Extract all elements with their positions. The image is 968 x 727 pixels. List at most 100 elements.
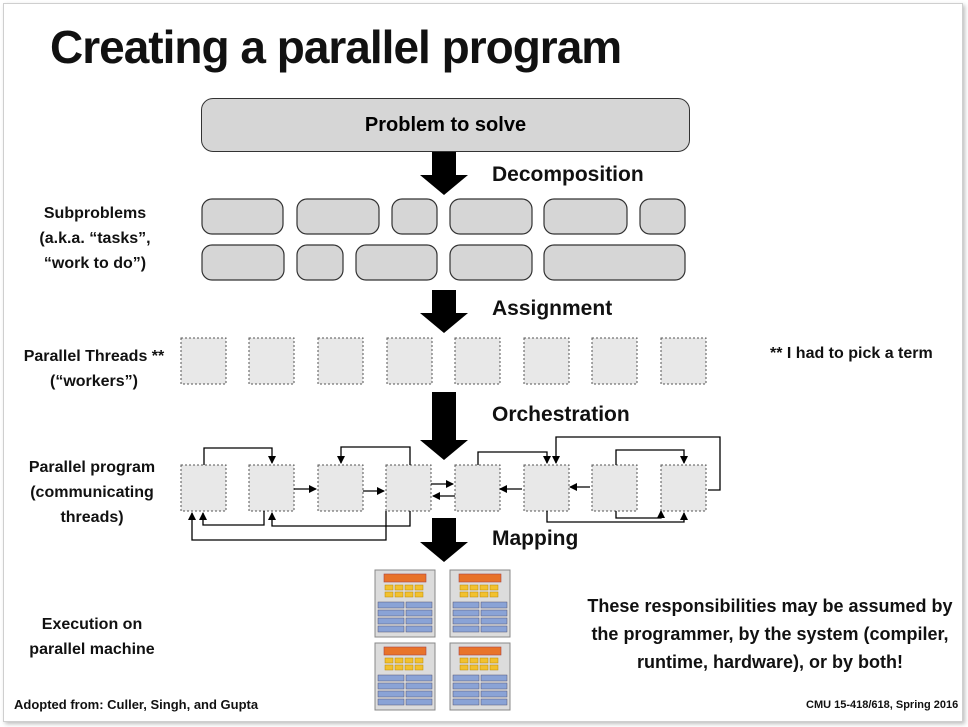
- chip-core: [414, 584, 424, 591]
- thread-box: [317, 464, 364, 512]
- task-box: [449, 244, 533, 281]
- chip-core: [479, 657, 489, 664]
- worker-box: [317, 337, 364, 385]
- chip-unit: [480, 601, 508, 609]
- label-line: “work to do”): [43, 255, 147, 272]
- chip-cache: [458, 573, 502, 583]
- label-subproblems: Subproblems (a.k.a. “tasks”, “work to do…: [30, 201, 160, 276]
- label-line: Parallel program: [28, 459, 156, 476]
- task-box: [449, 198, 533, 235]
- label-line: (“workers”): [49, 373, 139, 390]
- chip-core: [394, 584, 404, 591]
- processor-chip-icon: [374, 569, 436, 638]
- chip-unit: [452, 625, 480, 633]
- chip-core: [384, 664, 394, 671]
- label-line: Subproblems: [43, 205, 147, 222]
- chip-unit: [480, 609, 508, 617]
- chip-core: [489, 657, 499, 664]
- chip-unit: [480, 690, 508, 698]
- chip-core: [414, 591, 424, 598]
- chip-core: [394, 664, 404, 671]
- slide-frame: [3, 3, 963, 722]
- chip-unit: [377, 609, 405, 617]
- chip-unit: [452, 698, 480, 706]
- worker-box: [454, 337, 501, 385]
- chip-core: [469, 664, 479, 671]
- task-box: [391, 198, 438, 235]
- stage-orchestration: Orchestration: [492, 403, 630, 426]
- chip-core: [459, 591, 469, 598]
- down-arrow-icon: [420, 152, 468, 195]
- chip-unit: [480, 698, 508, 706]
- chip-unit: [405, 617, 433, 625]
- task-box: [201, 198, 284, 235]
- message-arrow: [477, 451, 551, 465]
- chip-core: [384, 584, 394, 591]
- chip-core: [469, 584, 479, 591]
- label-line: (communicating: [30, 484, 154, 501]
- chip-core: [414, 657, 424, 664]
- processor-chip-icon: [374, 642, 436, 711]
- responsibilities-text: These responsibilities may be assumed by…: [580, 592, 960, 676]
- message-arrow: [615, 510, 665, 519]
- task-box: [296, 244, 344, 281]
- thread-box: [248, 464, 295, 512]
- chip-core: [479, 584, 489, 591]
- chip-unit: [377, 698, 405, 706]
- chip-unit: [452, 674, 480, 682]
- down-arrow-icon: [420, 392, 468, 460]
- chip-unit: [405, 674, 433, 682]
- chip-cache: [383, 646, 427, 656]
- chip-unit: [452, 601, 480, 609]
- chip-core: [394, 657, 404, 664]
- chip-core: [404, 591, 414, 598]
- down-arrow-icon: [420, 518, 468, 562]
- task-box: [296, 198, 380, 235]
- message-arrow: [546, 511, 688, 523]
- thread-box: [660, 464, 707, 512]
- chip-unit: [480, 674, 508, 682]
- chip-unit: [405, 601, 433, 609]
- chip-unit: [480, 625, 508, 633]
- problem-box: Problem to solve: [201, 98, 690, 152]
- label-execution: Execution on parallel machine: [22, 612, 162, 662]
- label-line: Execution on: [41, 616, 143, 633]
- message-arrow: [552, 436, 721, 491]
- chip-unit: [480, 682, 508, 690]
- chip-core: [384, 591, 394, 598]
- message-arrow: [268, 511, 411, 527]
- label-line: parallel machine: [29, 641, 155, 658]
- label-line: Parallel Threads **: [23, 348, 165, 365]
- chip-core: [404, 657, 414, 664]
- worker-boxes: [180, 337, 707, 385]
- stage-mapping: Mapping: [492, 527, 579, 550]
- problem-label: Problem to solve: [364, 113, 527, 136]
- chip-core: [459, 584, 469, 591]
- footnote: ** I had to pick a term: [770, 345, 933, 362]
- thread-box: [591, 464, 638, 512]
- task-box: [543, 198, 628, 235]
- slide-title: Creating a parallel program: [50, 21, 622, 73]
- chip-cache: [383, 573, 427, 583]
- worker-box: [591, 337, 638, 385]
- label-threads: Parallel Threads ** (“workers”): [18, 344, 170, 394]
- chip-unit: [377, 690, 405, 698]
- label-program: Parallel program (communicating threads): [22, 455, 162, 530]
- processor-chips: [374, 569, 511, 711]
- stage-decomposition: Decomposition: [492, 163, 644, 186]
- resp-line: These responsibilities may be assumed by: [587, 596, 953, 616]
- chip-core: [489, 664, 499, 671]
- label-line: (a.k.a. “tasks”,: [39, 230, 151, 247]
- chip-unit: [405, 609, 433, 617]
- message-arrow: [199, 511, 265, 526]
- thread-box: [385, 464, 432, 512]
- chip-core: [384, 657, 394, 664]
- message-arrow: [203, 447, 276, 465]
- chip-unit: [377, 601, 405, 609]
- chip-unit: [377, 682, 405, 690]
- subproblem-boxes: [201, 198, 686, 281]
- chip-core: [479, 664, 489, 671]
- chip-core: [414, 664, 424, 671]
